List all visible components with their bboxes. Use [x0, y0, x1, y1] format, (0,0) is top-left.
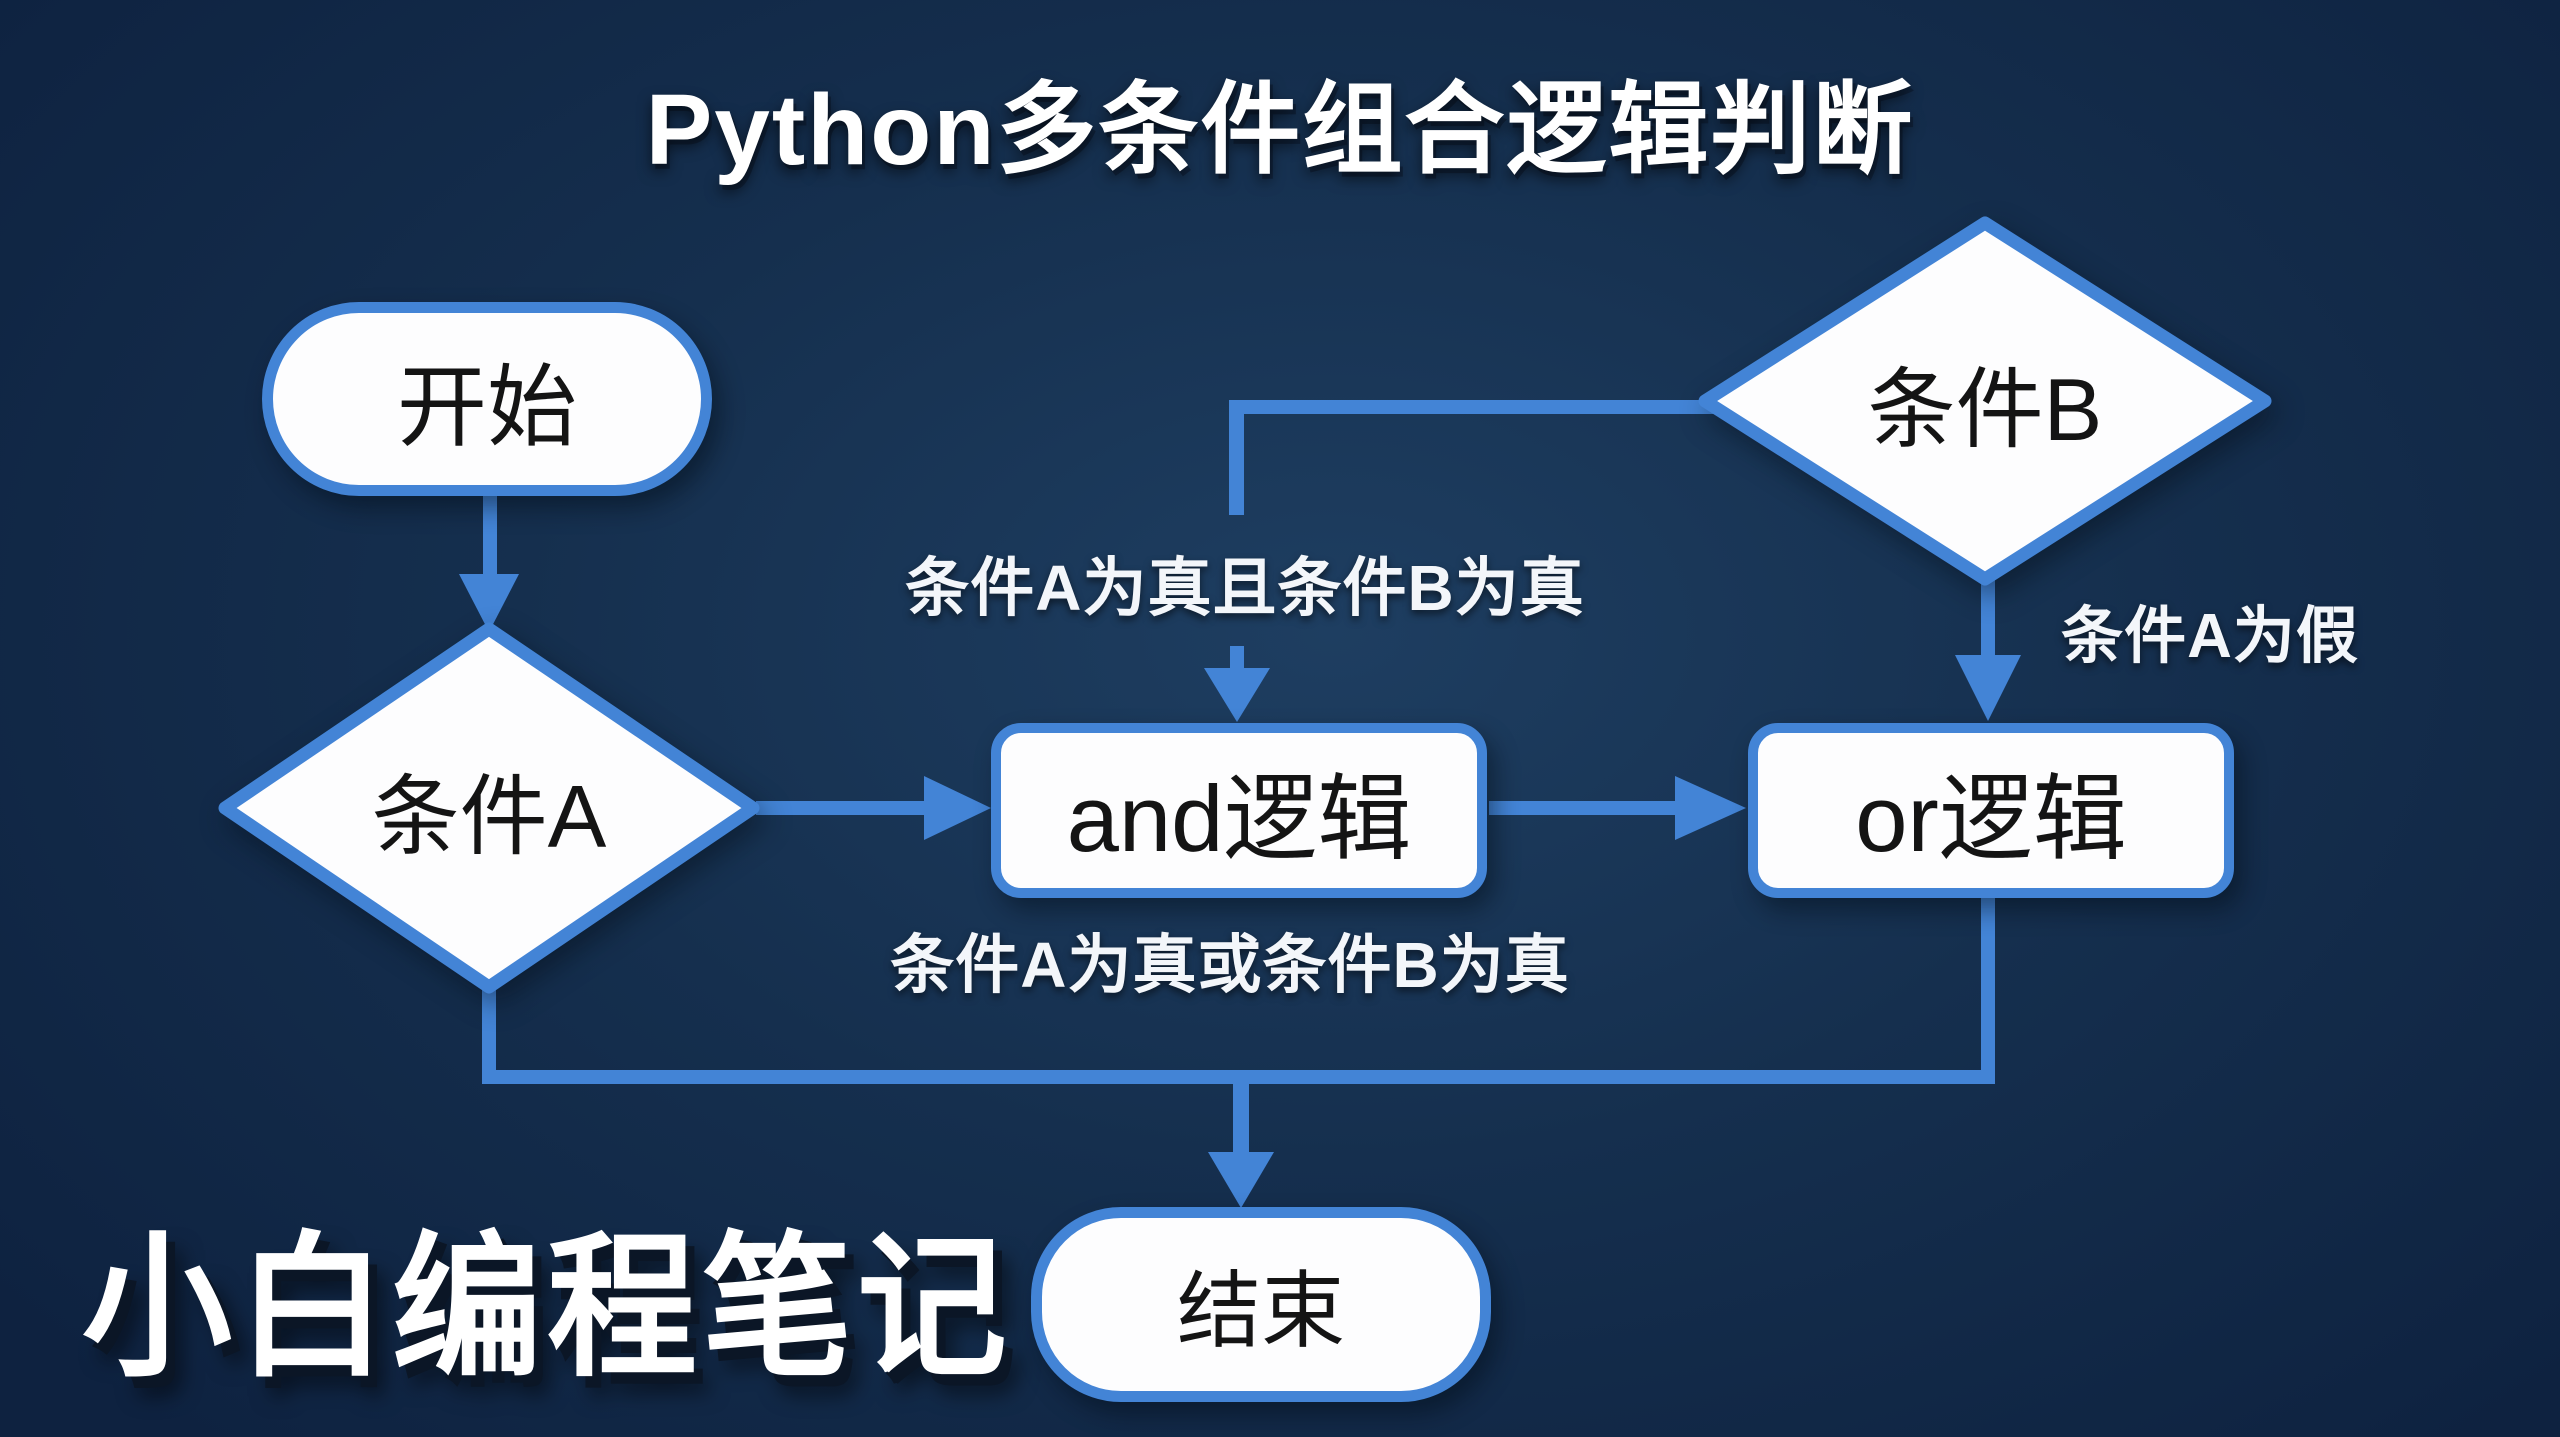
- node-or-logic-label: or逻辑: [1855, 765, 2127, 871]
- node-or-logic: or逻辑: [1748, 723, 2234, 898]
- node-start-label: 开始: [397, 358, 577, 458]
- node-cond-b-label: 条件B: [1867, 359, 2103, 459]
- node-cond-b: 条件B: [1760, 302, 2210, 502]
- arrow-and-to-or: [1489, 776, 1746, 840]
- watermark-text: 小白编程笔记: [82, 1220, 1013, 1395]
- page-title: Python多条件组合逻辑判断: [645, 74, 1915, 186]
- edge-label-or-true: 条件A为真或条件B为真: [890, 929, 1570, 1001]
- node-cond-a: 条件A: [264, 709, 714, 909]
- arrow-cond-a-to-and: [756, 776, 991, 840]
- arrow-cond-b-to-or: [1955, 577, 2021, 721]
- connector-cond-b-to-and: [1204, 400, 1720, 722]
- node-end-label: 结束: [1176, 1264, 1345, 1358]
- edge-label-and-true: 条件A为真且条件B为真: [905, 552, 1585, 624]
- node-and-logic-label: and逻辑: [1066, 765, 1412, 871]
- node-cond-a-label: 条件A: [371, 766, 607, 866]
- node-and-logic: and逻辑: [991, 723, 1487, 898]
- cond-b-diamond: [1698, 216, 2272, 586]
- node-start: 开始: [262, 302, 712, 496]
- connector-merge-to-end: [482, 894, 1995, 1208]
- edge-label-a-false: 条件A为假: [2061, 602, 2359, 671]
- cond-a-diamond: [218, 622, 760, 994]
- arrow-start-to-cond-a: [459, 494, 519, 632]
- node-end: 结束: [1031, 1207, 1491, 1402]
